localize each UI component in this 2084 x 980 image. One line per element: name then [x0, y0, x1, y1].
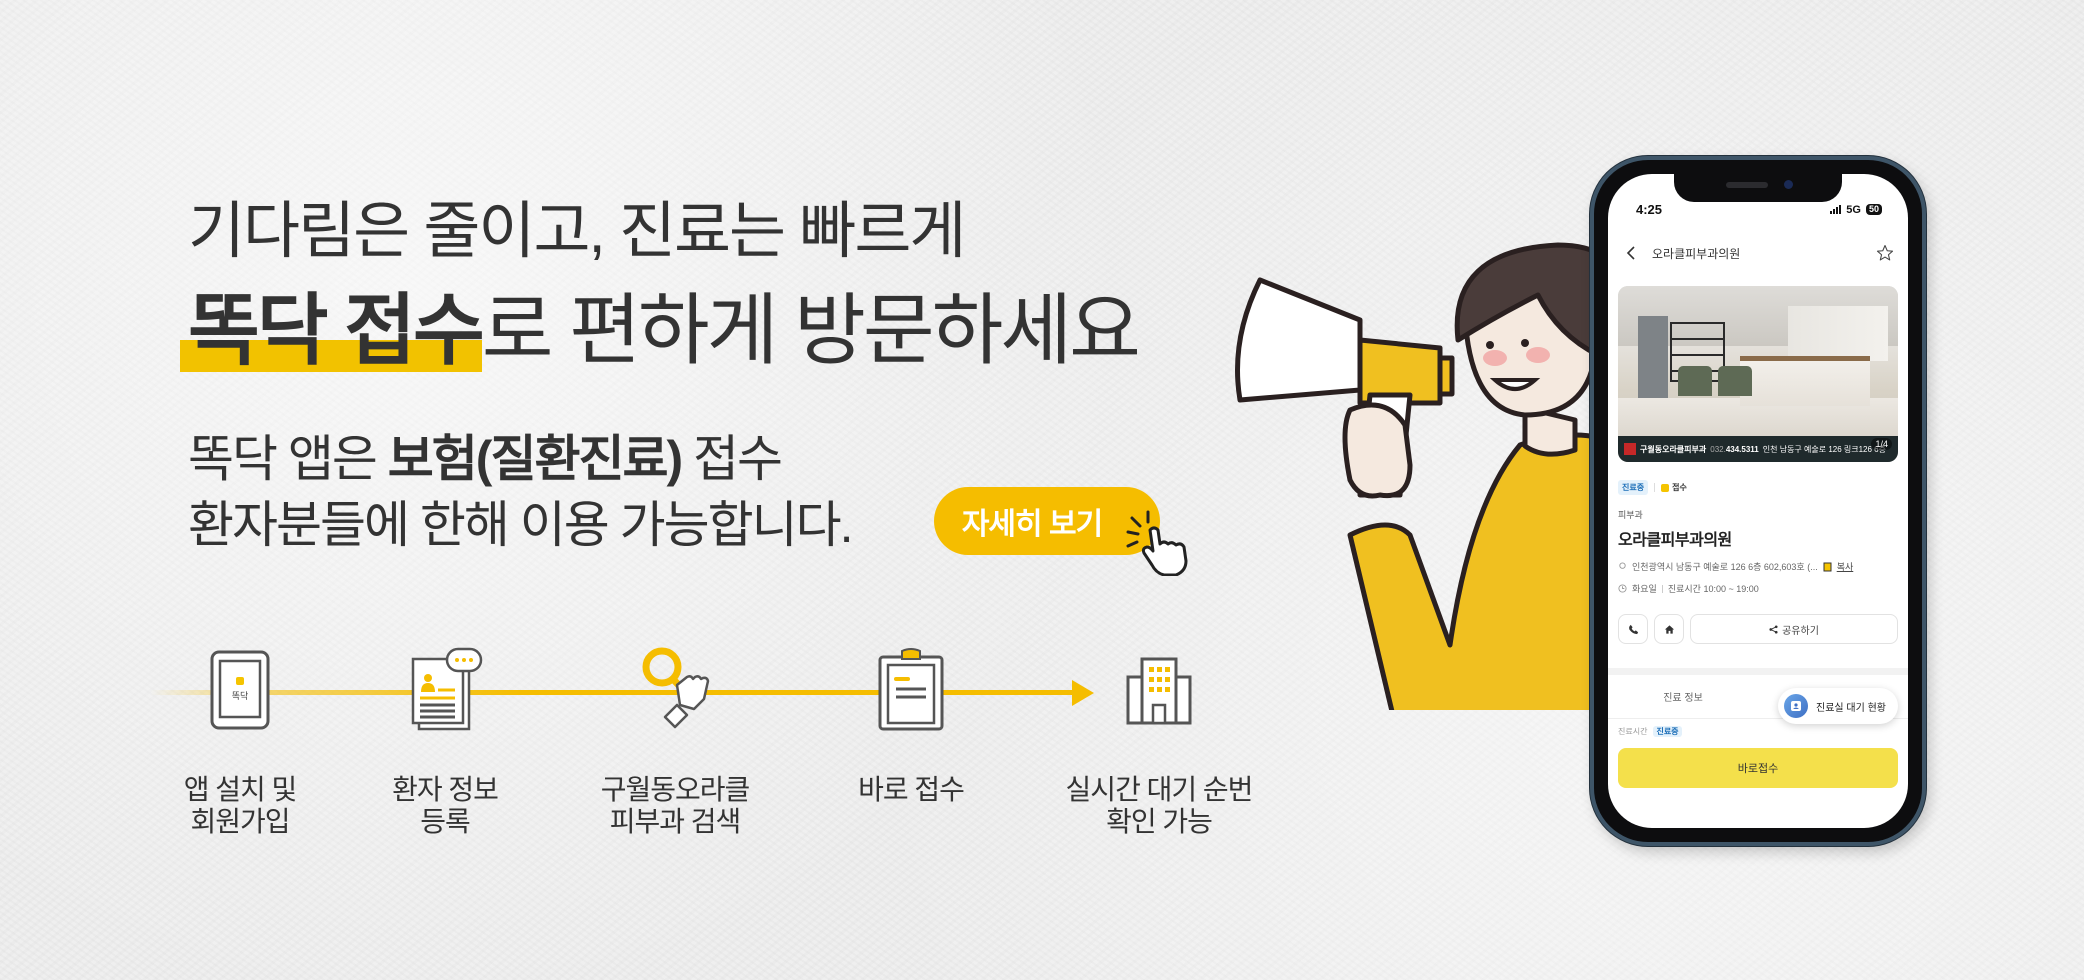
pointer-hand-icon	[1126, 510, 1188, 576]
app-bar: 오라클피부과의원	[1626, 244, 1894, 262]
step-search-clinic: 구월동오라클 피부과 검색	[565, 640, 785, 838]
waiting-room-icon	[1784, 694, 1809, 718]
headline-highlight: 똑닥 접수	[180, 286, 485, 374]
action-row: 공유하기	[1618, 614, 1898, 644]
clock-icon	[1618, 584, 1627, 593]
phone-screen: 4:25 5G 50 오라클피부과의원 구월동오라클피부과 0	[1608, 174, 1908, 828]
clinic-logo-icon	[1624, 443, 1636, 455]
status-badge: 진료중	[1618, 480, 1649, 495]
clinic-tags: 진료중 접수	[1618, 480, 1687, 495]
phone-mockup: 4:25 5G 50 오라클피부과의원 구월동오라클피부과 0	[1590, 156, 1926, 846]
svg-text:똑닥: 똑닥	[232, 691, 249, 702]
headline-line2: 똑닥 접수로 편하게 방문하세요	[180, 286, 1141, 374]
phone-icon	[1628, 624, 1638, 634]
step-patient-info: 환자 정보 등록	[335, 640, 555, 838]
department-label: 피부과	[1618, 510, 1643, 520]
network-label: 5G	[1846, 203, 1861, 216]
step-label: 바로 접수	[858, 774, 965, 805]
app-bar-title: 오라클피부과의원	[1652, 246, 1741, 261]
receipt-icon	[1661, 483, 1670, 492]
step-direct-receipt: 바로 접수	[801, 640, 1021, 806]
clipboard-icon	[878, 648, 944, 731]
direct-receipt-button[interactable]: 바로접수	[1618, 748, 1898, 788]
day-text: 화요일	[1632, 584, 1657, 594]
description: 똑닥 앱은 보험(질환진료) 접수 환자분들에 한해 이용 가능합니다.	[188, 426, 854, 558]
address-row: 인천광역시 남동구 예술로 126 6층 602,603호 (... 복사	[1618, 560, 1853, 573]
flow-arrow-icon	[1072, 680, 1094, 706]
details-button[interactable]: 자세히 보기	[934, 487, 1160, 555]
back-chevron-icon[interactable]	[1626, 246, 1636, 260]
step-label: 구월동오라클 피부과 검색	[600, 774, 751, 837]
step-realtime-wait: 실시간 대기 순번 확인 가능	[1049, 640, 1269, 838]
waiting-status-label: 진료실 대기 현황	[1816, 702, 1886, 714]
step-label: 실시간 대기 순번 확인 가능	[1065, 774, 1254, 837]
homepage-button[interactable]	[1654, 614, 1684, 644]
location-pin-icon	[1619, 562, 1626, 569]
share-label: 공유하기	[1782, 625, 1819, 637]
flow-line	[150, 690, 1080, 695]
receipt-badge: 접수	[1661, 482, 1687, 493]
building-icon	[1126, 657, 1192, 725]
photo-counter: 1/4	[1871, 438, 1892, 450]
caption-address: 인천 남동구 예술로 126 링크126 6층	[1762, 444, 1886, 454]
photo-caption: 구월동오라클피부과 032.434.5311 인천 남동구 예술로 126 링크…	[1618, 436, 1898, 462]
share-icon	[1769, 624, 1778, 634]
battery-icon: 50	[1865, 204, 1882, 215]
hours-text: 진료시간 10:00 ~ 19:00	[1667, 584, 1759, 594]
step-label: 앱 설치 및 회원가입	[183, 774, 298, 837]
description-line1: 똑닥 앱은 보험(질환진료) 접수	[188, 426, 852, 492]
waiting-status-button[interactable]: 진료실 대기 현황	[1778, 688, 1898, 724]
hours-row: 화요일 진료시간 10:00 ~ 19:00	[1618, 582, 1759, 595]
clinic-photo-carousel[interactable]: 구월동오라클피부과 032.434.5311 인천 남동구 예술로 126 링크…	[1618, 286, 1898, 462]
megaphone-person-illustration	[1235, 242, 1620, 710]
section-divider	[1608, 668, 1908, 675]
magnifier-hand-icon	[642, 647, 710, 729]
tablet-app-icon: 똑닥	[210, 650, 270, 730]
star-icon[interactable]	[1876, 244, 1894, 262]
signal-icon	[1830, 205, 1842, 214]
caption-phone: 032.434.5311	[1710, 444, 1759, 454]
headline-line2-rest: 로 편하게 방문하세요	[481, 286, 1141, 374]
copy-address-link[interactable]: 복사	[1836, 562, 1854, 572]
call-button[interactable]	[1618, 614, 1648, 644]
status-bar: 4:25 5G 50	[1636, 202, 1882, 217]
share-button[interactable]: 공유하기	[1690, 614, 1898, 644]
home-icon	[1664, 624, 1674, 634]
status-time: 4:25	[1636, 202, 1663, 217]
phone-notch	[1674, 174, 1842, 202]
tab-clinic-info[interactable]: 진료 정보	[1663, 693, 1703, 704]
description-text: 똑닥 앱은	[188, 431, 388, 487]
description-bold: 보험(질환진료)	[387, 431, 683, 487]
description-line2: 환자분들에 한해 이용 가능합니다.	[188, 497, 854, 553]
clinic-name: 오라클피부과의원	[1618, 532, 1732, 549]
copy-icon	[1823, 562, 1832, 571]
step-label: 환자 정보 등록	[392, 774, 499, 837]
description-text: 접수	[681, 431, 783, 487]
caption-clinic-name: 구월동오라클피부과	[1640, 444, 1707, 454]
step-app-install: 똑닥 앱 설치 및 회원가입	[130, 640, 350, 838]
address-text: 인천광역시 남동구 예술로 126 6층 602,603호 (...	[1632, 562, 1818, 572]
patient-document-icon	[411, 647, 483, 731]
headline-line1: 기다림은 줄이고, 진료는 빠르게	[188, 197, 966, 266]
headline: 기다림은 줄이고, 진료는 빠르게 똑닥 접수로 편하게 방문하세요	[180, 196, 1141, 374]
